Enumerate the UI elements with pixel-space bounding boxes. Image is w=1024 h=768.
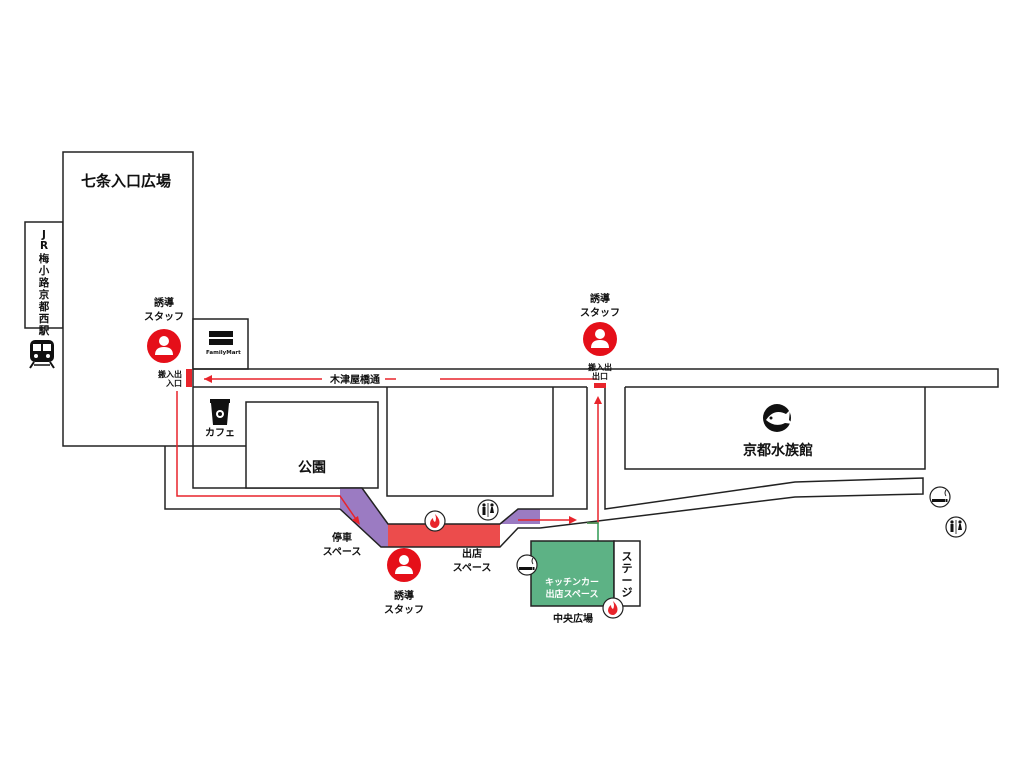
restroom-icon <box>477 499 499 521</box>
central-plaza-label: 中央広場 <box>553 612 593 625</box>
staff-top-line2: スタッフ <box>580 307 620 319</box>
station-char: J <box>41 229 46 241</box>
staff-person-icon <box>147 329 181 363</box>
parking-space-right <box>500 509 540 524</box>
exit-label-line1: 搬入出 <box>588 362 612 372</box>
aquarium-label: 京都水族館 <box>743 442 813 459</box>
smoking-area-icon <box>929 486 951 508</box>
entrance-label-line2: 入口 <box>165 379 182 388</box>
vendor-space <box>388 524 500 547</box>
staff-top-line1: 誘導 <box>590 292 610 305</box>
exit-label-line2: 出口 <box>592 371 608 381</box>
station-char: 小 <box>38 264 50 277</box>
fish-logo-icon <box>763 404 793 432</box>
kitchen-car-line1: キッチンカー <box>545 577 599 588</box>
staff-bottom-line2: スタッフ <box>384 604 424 616</box>
staff-bottom-line1: 誘導 <box>394 589 414 602</box>
staff-person-icon <box>583 322 617 356</box>
familymart-label: FamilyMart <box>206 350 241 356</box>
entrance-label-line1: 搬入出 <box>158 369 182 379</box>
smoking-area-icon <box>516 554 538 576</box>
parking-label-line2: スペース <box>323 546 362 558</box>
staff-left-line1: 誘導 <box>154 296 174 309</box>
stage-char: テ <box>622 562 633 575</box>
lower-road-outline <box>164 446 340 510</box>
stage-char: ジ <box>622 586 633 599</box>
stage-char: ス <box>622 550 633 563</box>
station-char: 梅 <box>39 252 50 265</box>
aquarium-block <box>624 387 926 470</box>
exit-marker <box>594 383 606 388</box>
route-red-path <box>176 391 359 523</box>
restroom-icon <box>945 516 967 538</box>
cafe-label: カフェ <box>205 427 235 439</box>
kitchen-car-line2: 出店スペース <box>546 588 599 600</box>
station-char: 路 <box>39 276 50 289</box>
vendor-label-line1: 出店 <box>462 547 482 560</box>
street-label: 木津屋橋通 <box>329 373 380 386</box>
park-label: 公園 <box>298 460 326 476</box>
coffee-cup-icon <box>210 399 230 425</box>
plaza-block <box>62 151 194 447</box>
station-char: 西 <box>39 313 50 325</box>
park-block <box>245 401 379 489</box>
main-street-outline <box>193 368 999 388</box>
parking-space-left <box>340 488 388 547</box>
entrance-marker <box>186 369 192 387</box>
parking-label-line1: 停車 <box>332 531 352 544</box>
staff-left-line2: スタッフ <box>144 311 184 323</box>
stage-char: ー <box>622 574 633 587</box>
plaza-title: 七条入口広場 <box>81 172 171 190</box>
jr-station: J R 梅 小 路 京 都 西 駅 <box>24 221 64 337</box>
middle-building <box>386 387 554 497</box>
right-road-upper <box>539 387 924 529</box>
station-char: R <box>40 240 48 252</box>
staff-person-icon <box>387 548 421 582</box>
train-icon <box>29 340 55 369</box>
fire-icon <box>602 597 624 619</box>
station-char: 都 <box>38 300 50 313</box>
stage-block <box>613 540 641 607</box>
station-char: 駅 <box>39 325 50 337</box>
vendor-label-line2: スペース <box>453 562 492 574</box>
station-char: 京 <box>39 288 50 301</box>
kitchen-car-space <box>530 540 615 607</box>
family-mart-logo: FamilyMart <box>206 331 241 356</box>
exit-road-left <box>540 387 588 510</box>
fire-icon <box>424 510 446 532</box>
